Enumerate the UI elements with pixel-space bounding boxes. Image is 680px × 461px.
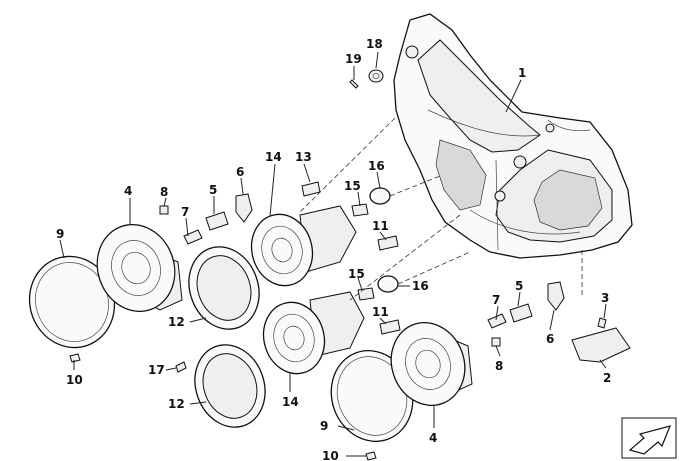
label-18: 18 [366, 37, 383, 51]
label-14-upper: 14 [265, 150, 282, 164]
trim-ring-left [28, 255, 116, 349]
label-14-lower: 14 [282, 395, 299, 409]
projector-lower [262, 291, 365, 375]
headlight-bracket-frame [393, 13, 633, 259]
label-11-upper: 11 [372, 219, 389, 233]
label-12-lower: 12 [168, 397, 185, 411]
label-17: 17 [148, 363, 165, 377]
projector-upper [250, 205, 357, 287]
headlight-unit-left [96, 224, 183, 312]
label-11-lower: 11 [372, 305, 389, 319]
leader-lines [59, 51, 607, 457]
label-19: 19 [345, 52, 362, 66]
screw-19 [349, 79, 359, 89]
part-labels: 1 18 19 4 8 5 7 6 14 13 16 15 11 9 12 16… [56, 37, 611, 461]
label-12-upper: 12 [168, 315, 185, 329]
mounting-ring-upper-left [188, 246, 260, 330]
label-16-upper: 16 [368, 159, 385, 173]
headlight-unit-right [390, 322, 473, 406]
label-3: 3 [601, 291, 609, 305]
label-4-right: 4 [429, 431, 437, 445]
label-2: 2 [603, 371, 611, 385]
mounting-ring-lower-left [194, 344, 266, 428]
label-10-left: 10 [66, 373, 83, 387]
label-6-left: 6 [236, 165, 244, 179]
label-6-right: 6 [546, 332, 554, 346]
label-15-upper: 15 [344, 179, 361, 193]
label-8-right: 8 [495, 359, 503, 373]
label-8-left: 8 [160, 185, 168, 199]
nut-18 [368, 69, 384, 83]
small-parts [69, 181, 631, 461]
label-10-right: 10 [322, 449, 339, 461]
label-13: 13 [295, 150, 312, 164]
label-16-lower: 16 [412, 279, 429, 293]
label-5-left: 5 [209, 183, 217, 197]
label-15-lower: 15 [348, 267, 365, 281]
arrow-icon [621, 417, 677, 459]
label-7-left: 7 [181, 205, 189, 219]
label-9-left: 9 [56, 227, 64, 241]
label-1: 1 [518, 66, 526, 80]
label-7-right: 7 [492, 293, 500, 307]
assembly-dashed-lines [299, 117, 583, 301]
label-9-right: 9 [320, 419, 328, 433]
label-4-left: 4 [124, 184, 132, 198]
label-5-right: 5 [515, 279, 523, 293]
